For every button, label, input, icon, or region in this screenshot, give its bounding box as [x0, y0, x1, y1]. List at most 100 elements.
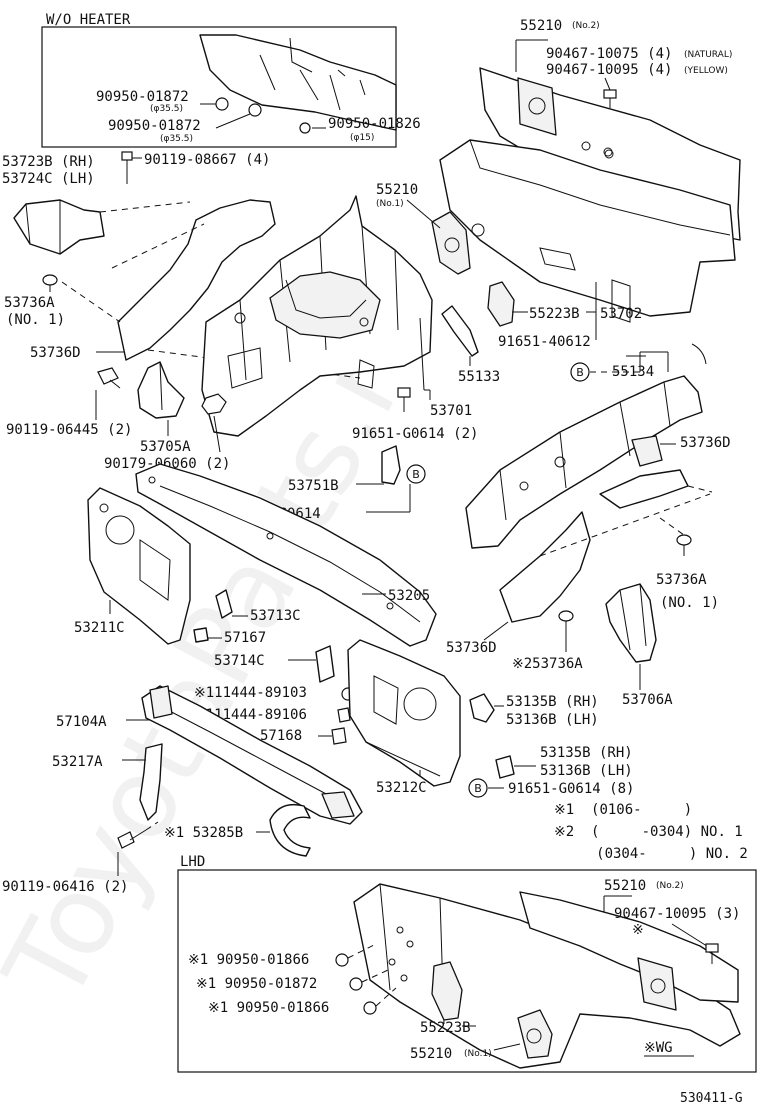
label-57167: 57167: [224, 630, 266, 646]
ref-b-icon-3: [468, 778, 488, 798]
hose-53285b: [269, 803, 311, 857]
bracket-57167: [193, 627, 209, 643]
dash-pad-55210-no1: [431, 211, 471, 275]
lhd-pad-55210-no1: [517, 1009, 553, 1059]
lhd-label: LHD: [180, 854, 205, 870]
label-55210-no2: 55210: [520, 18, 562, 34]
plug-90950-01872-a-icon: [215, 97, 229, 111]
label-53135b-b: 53135B (RH): [540, 745, 633, 761]
ref-b-2: B: [412, 468, 420, 481]
label-53736d-middle: 53736D: [446, 640, 497, 656]
ref-b-icon-2: [406, 464, 426, 484]
side-member-55134: [465, 375, 703, 549]
grommet-57168-icon: [331, 727, 347, 745]
label-55223b: 55223B: [529, 306, 580, 322]
radiator-support-lower-57104a: [141, 685, 363, 825]
clip-90467-icon: [603, 89, 617, 108]
plug-90950-01826-icon: [299, 122, 311, 134]
lhd-plug-90950-01872-icon: [349, 977, 363, 991]
label-53285b: ※1 53285B: [164, 825, 243, 841]
label-90467-10075-color: (NATURAL): [684, 50, 732, 60]
label-90467-10075: 90467-10075 (4): [546, 46, 672, 62]
label-53136b-b: 53136B (LH): [540, 763, 633, 779]
lhd-label-55210-no1-sub: (No.1): [464, 1049, 492, 1059]
label-55133: 55133: [458, 369, 500, 385]
label-53701: 53701: [430, 403, 472, 419]
label-53724c: 53724C (LH): [2, 171, 95, 187]
label-53217a: 53217A: [52, 754, 103, 770]
label-55210-no1: 55210: [376, 182, 418, 198]
clip-53736a-no2-icon: [558, 610, 574, 630]
label-90950-01872-a: 90950-01872: [96, 89, 189, 105]
bracket-55133: [441, 305, 479, 357]
label-53136b-a: 53136B (LH): [506, 712, 599, 728]
label-91651-g0614-2: 91651-G0614 (2): [352, 426, 478, 442]
grommet-55223b: [487, 281, 515, 327]
lhd-wg-note: ※WG: [644, 1040, 673, 1056]
lhd-label-90950-01866-b: ※1 90950-01866: [208, 1000, 329, 1016]
label-90119-08667: 90119-08667 (4): [144, 152, 270, 168]
apron-seal-53736d-left: [117, 199, 276, 361]
lhd-grommet-55223b: [431, 961, 463, 1021]
label-57168: 57168: [260, 728, 302, 744]
plug-111444-89106-icon: [337, 707, 351, 723]
label-53736d-left: 53736D: [30, 345, 81, 361]
wo-heater-panel: [199, 34, 397, 131]
bracket-53217a: [139, 743, 163, 821]
clip-53736a-right-icon: [676, 534, 692, 556]
lhd-label-55210-no2-sub: (No.2): [656, 881, 684, 891]
label-90950-01872-a-size: (φ35.5): [150, 104, 183, 114]
lhd-label-55210-no2: 55210: [604, 878, 646, 894]
label-53736a-left: 53736A: [4, 295, 55, 311]
ref-b-1: B: [576, 366, 584, 379]
label-90950-01826: 90950-01826: [328, 116, 421, 132]
label-53736a-left-no: (NO. 1): [6, 312, 65, 328]
lhd-label-90950-01872: ※1 90950-01872: [196, 976, 317, 992]
label-55134: 55134: [612, 364, 654, 380]
lhd-label-90950-01866-a: ※1 90950-01866: [188, 952, 309, 968]
bracket-53714c: [315, 645, 335, 683]
ref-b-icon-1: [570, 362, 590, 382]
radiator-support-side-53212c: [347, 639, 461, 787]
label-53705a: 53705A: [140, 439, 191, 455]
lhd-label-90467-10095: 90467-10095 (3): [614, 906, 740, 922]
apron-seal-53736d-right: [599, 469, 689, 509]
clip-53736a-left-icon: [42, 274, 58, 292]
label-53212c: 53212C: [376, 780, 427, 796]
label-53751b: 53751B: [288, 478, 339, 494]
lhd-inset-frame: [177, 869, 757, 1073]
label-53205: 53205: [388, 588, 430, 604]
nut-90179-06060-icon: [201, 393, 227, 415]
lhd-plug-90950-01866-a-icon: [335, 953, 349, 967]
label-53702: 53702: [600, 306, 642, 322]
hood-lock-support-53723b: [13, 199, 105, 255]
label-53713c: 53713C: [250, 608, 301, 624]
radiator-support-side-53211c: [87, 487, 191, 645]
label-53211c: 53211C: [74, 620, 125, 636]
wo-heater-label: W/O HEATER: [46, 12, 131, 28]
label-53736d-right: 53736D: [680, 435, 731, 451]
label-90119-06416: 90119-06416 (2): [2, 879, 128, 895]
label-55210-no2-sub: (No.2): [572, 21, 600, 31]
lhd-plug-90950-01866-b-icon: [363, 1001, 377, 1015]
note-3: (0304- ) NO. 2: [554, 846, 748, 862]
label-90950-01872-b: 90950-01872: [108, 118, 201, 134]
bolt-90119-08667-icon: [121, 151, 133, 184]
dash-panel-53702: [439, 139, 736, 317]
label-53135b-a: 53135B (RH): [506, 694, 599, 710]
bracket-53706a: [605, 583, 657, 663]
note-2: ※2 ( -0304) NO. 1: [554, 824, 743, 840]
bracket-53135b-b: [495, 755, 515, 779]
lhd-label-55210-no1: 55210: [410, 1046, 452, 1062]
note-1: ※1 (0106- ): [554, 802, 692, 818]
bracket-53713c: [215, 589, 233, 619]
label-55210-no1-sub: (No.1): [376, 199, 404, 209]
label-90467-10095: 90467-10095 (4): [546, 62, 672, 78]
label-90467-10095-color: (YELLOW): [684, 66, 728, 76]
label-90119-06445: 90119-06445 (2): [6, 422, 132, 438]
radiator-support-upper-53205: [135, 463, 437, 647]
bolt-90119-06445-icon: [97, 367, 121, 389]
label-90950-01872-b-size: (φ35.5): [160, 134, 193, 144]
